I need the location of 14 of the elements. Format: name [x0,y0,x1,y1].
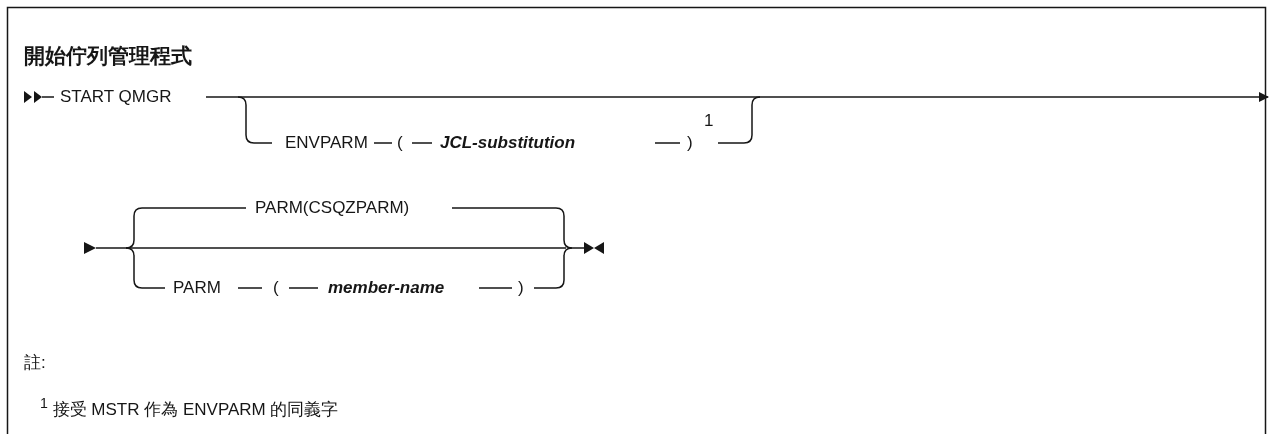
syntax-keyword: PARM [173,277,221,299]
default-keyword: PARM(CSQZPARM) [255,197,410,219]
parenthesis: ( [397,132,403,154]
notes-heading: 註: [24,352,46,374]
command-keyword: START QMGR [60,86,172,108]
parenthesis: ) [687,132,693,154]
parenthesis: ( [273,277,279,299]
diagram-title: 開始佇列管理程式 [24,42,192,70]
footnote-mark: 1 [704,110,714,132]
variable-name: member-name [328,277,445,299]
variable-name: JCL-substitution [440,132,576,154]
footnote-text: $^{1}$ 接受 MSTR 作為 ENVPARM 的同義字 [40,394,339,421]
syntax-keyword: ENVPARM [285,132,368,154]
parenthesis: ) [518,277,524,299]
